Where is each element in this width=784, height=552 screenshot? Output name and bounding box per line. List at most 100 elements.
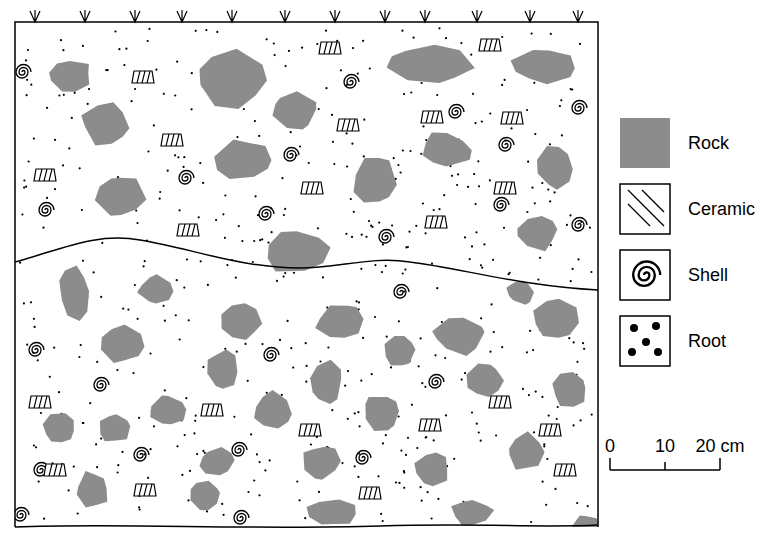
soil-dot (183, 287, 185, 289)
soil-dot (261, 343, 263, 345)
soil-dot (360, 380, 362, 382)
shell-spiral (94, 378, 109, 392)
soil-dot (503, 227, 505, 229)
soil-dot (547, 189, 549, 191)
soil-dot (26, 94, 28, 96)
scale-bar (610, 458, 720, 470)
soil-dot (541, 182, 543, 184)
soil-dot (587, 505, 589, 507)
soil-dot (467, 186, 469, 188)
soil-dot (215, 219, 217, 221)
soil-dot (365, 236, 367, 238)
soil-dot (561, 134, 563, 136)
soil-dot (247, 380, 249, 382)
shell-spiral (356, 451, 371, 465)
soil-dot (350, 198, 352, 200)
soil-dot (159, 191, 161, 193)
sherd-hatch (39, 169, 52, 181)
soil-dot (284, 208, 286, 210)
soil-dot (299, 145, 301, 147)
soil-dot (26, 79, 28, 81)
soil-dot (424, 386, 426, 388)
soil-dot (222, 213, 224, 215)
soil-dot (28, 160, 30, 162)
soil-dot (480, 440, 482, 442)
soil-dot (493, 331, 495, 333)
soil-dot (589, 227, 591, 229)
soil-dot (489, 112, 491, 114)
soil-dot (535, 391, 537, 393)
grass-tuft (177, 10, 187, 22)
rock (414, 453, 447, 487)
soil-dot (216, 31, 218, 33)
shell-spiral (284, 148, 299, 162)
soil-dot (460, 42, 462, 44)
soil-dot (144, 260, 146, 262)
rock (310, 360, 341, 404)
soil-dot (176, 445, 178, 447)
soil-dot (477, 160, 479, 162)
soil-dot (319, 360, 321, 362)
legend-swatch (620, 250, 670, 300)
rock (214, 139, 271, 179)
sherd-outline (494, 182, 516, 194)
grass-tuft (227, 10, 237, 22)
grass-tuft (420, 10, 430, 22)
soil-dot (174, 94, 176, 96)
soil-dot (570, 280, 572, 282)
sherd-hatch (494, 396, 507, 408)
soil-dot (400, 450, 402, 452)
sherd-outline (177, 224, 199, 236)
sherd-outline (301, 182, 323, 194)
soil-dot (527, 161, 529, 163)
soil-dot (153, 124, 155, 126)
grass-tuft (330, 10, 340, 22)
soil-dot (537, 279, 539, 281)
soil-dot (254, 120, 256, 122)
soil-dot (576, 361, 578, 363)
soil-dot (68, 147, 70, 149)
soil-dot (317, 227, 319, 229)
soil-dot (391, 224, 393, 226)
finds (15, 39, 587, 524)
shell-spiral (344, 75, 359, 89)
soil-dot (534, 133, 536, 135)
soil-dot (475, 203, 477, 205)
soil-dot (54, 139, 56, 141)
rock (43, 413, 74, 442)
soil-dot (243, 108, 245, 110)
soil-dot (235, 277, 237, 279)
soil-dot (183, 156, 185, 158)
ceramic (132, 71, 154, 83)
legend-label: Ceramic (688, 200, 755, 218)
soil-dot (37, 359, 39, 361)
sherd-outline (29, 396, 51, 408)
soil-dot (351, 236, 353, 238)
shell (16, 65, 31, 79)
soil-dot (461, 379, 463, 381)
soil-dot (401, 30, 403, 32)
soil-dot (433, 439, 435, 441)
soil-dot (474, 122, 476, 124)
soil-dot (371, 373, 373, 375)
soil-dot (464, 236, 466, 238)
rock (509, 431, 544, 470)
sherd-hatch (364, 487, 377, 499)
soil-dot (26, 344, 28, 346)
soil-dot (23, 187, 25, 189)
soil-dot (510, 127, 512, 129)
soil-dot (398, 415, 400, 417)
soil-dot (472, 93, 474, 95)
soil-dot (560, 99, 562, 101)
soil-dot (427, 491, 429, 493)
soil-dot (137, 318, 139, 320)
shell-spiral (499, 138, 514, 152)
soil-dot (418, 365, 420, 367)
soil-dot (577, 258, 579, 260)
soil-dot (408, 231, 410, 233)
soil-dot (296, 480, 298, 482)
shell-spiral (16, 65, 31, 79)
sherd-outline (539, 424, 561, 436)
rock (101, 325, 145, 363)
soil-dot (269, 459, 271, 461)
